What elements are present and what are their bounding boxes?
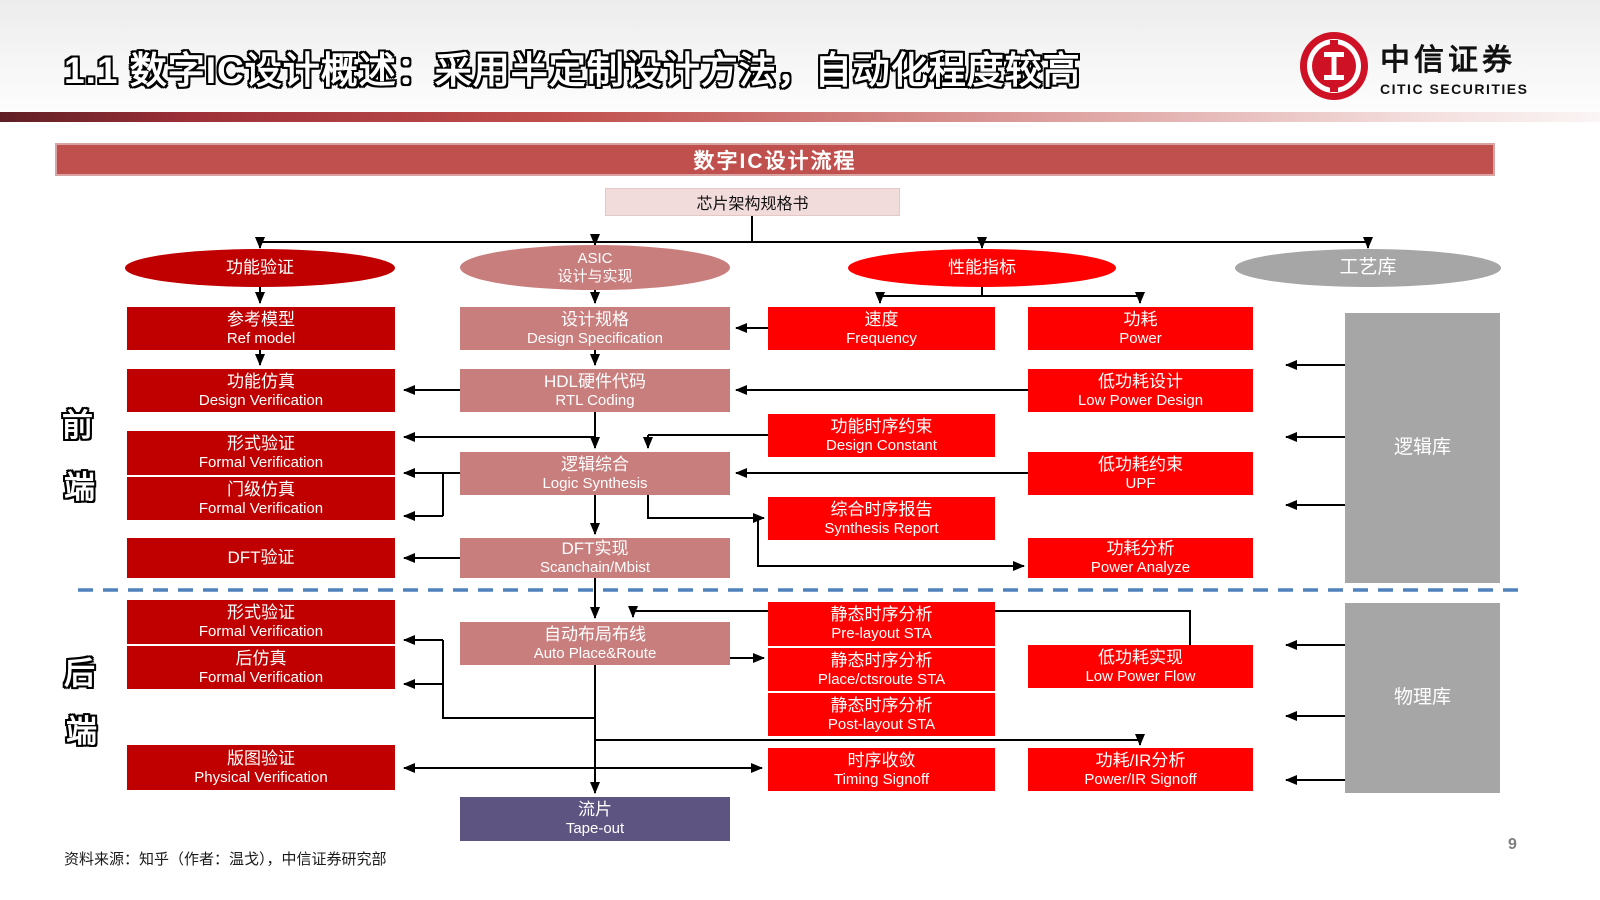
- node-physical-verification: 版图验证 Physical Verification: [127, 745, 395, 790]
- node-low-power-design: 低功耗设计 Low Power Design: [1028, 369, 1253, 412]
- node-power-ir-signoff: 功耗/IR分析 Power/IR Signoff: [1028, 748, 1253, 791]
- node-tape-out: 流片 Tape-out: [460, 797, 730, 841]
- node-design-verification: 功能仿真 Design Verification: [127, 369, 395, 412]
- ellipse-performance-metrics: 性能指标: [848, 249, 1116, 287]
- node-synthesis-report: 综合时序报告 Synthesis Report: [768, 497, 995, 540]
- node-power-analyze: 功耗分析 Power Analyze: [1028, 538, 1253, 578]
- node-logic-synthesis: 逻辑综合 Logic Synthesis: [460, 452, 730, 495]
- node-place-ctsroute-sta: 静态时序分析 Place/ctsroute STA: [768, 648, 995, 691]
- node-physical-library: 物理库: [1345, 603, 1500, 793]
- node-post-simulation: 后仿真 Formal Verification: [127, 646, 395, 689]
- node-upf: 低功耗约束 UPF: [1028, 452, 1253, 495]
- citic-logo: 中信证券 CITIC SECURITIES: [1298, 28, 1558, 104]
- label-back-end-1: 后: [64, 656, 95, 691]
- node-chip-spec: 芯片架构规格书: [605, 188, 900, 216]
- label-back-end-2: 端: [66, 714, 97, 749]
- citic-circle-icon: [1300, 32, 1368, 100]
- node-timing-signoff: 时序收敛 Timing Signoff: [768, 748, 995, 791]
- diagram-banner: 数字IC设计流程: [55, 143, 1495, 176]
- ellipse-process-library: 工艺库: [1235, 249, 1501, 287]
- node-logic-library: 逻辑库: [1345, 313, 1500, 583]
- logo-text: 中信证券 CITIC SECURITIES: [1380, 35, 1528, 97]
- page-number: 9: [1508, 836, 1517, 853]
- label-front-end-1: 前: [62, 408, 93, 443]
- page-title: 1.1 数字IC设计概述：采用半定制设计方法，自动化程度较高: [64, 50, 1081, 91]
- logo-name-en: CITIC SECURITIES: [1380, 81, 1529, 97]
- node-frequency: 速度 Frequency: [768, 307, 995, 350]
- node-design-specification: 设计规格 Design Specification: [460, 307, 730, 350]
- node-low-power-flow: 低功耗实现 Low Power Flow: [1028, 645, 1253, 688]
- label-front-end-2: 端: [64, 470, 95, 505]
- node-power: 功耗 Power: [1028, 307, 1253, 350]
- node-auto-place-route: 自动布局布线 Auto Place&Route: [460, 622, 730, 665]
- logo-name-cn: 中信证券: [1380, 44, 1516, 77]
- node-dft-implementation: DFT实现 Scanchain/Mbist: [460, 538, 730, 578]
- ellipse-asic-design: ASIC 设计与实现: [460, 245, 730, 290]
- node-post-layout-sta: 静态时序分析 Post-layout STA: [768, 693, 995, 736]
- node-ref-model: 参考模型 Ref model: [127, 307, 395, 350]
- node-gate-level-simulation: 门级仿真 Formal Verification: [127, 477, 395, 520]
- header-divider-bar: [0, 112, 1600, 122]
- node-rtl-coding: HDL硬件代码 RTL Coding: [460, 369, 730, 412]
- node-pre-layout-sta: 静态时序分析 Pre-layout STA: [768, 602, 995, 646]
- node-formal-verification-backend: 形式验证 Formal Verification: [127, 600, 395, 644]
- ellipse-functional-verification: 功能验证: [125, 249, 395, 287]
- node-formal-verification-frontend: 形式验证 Formal Verification: [127, 431, 395, 475]
- source-note: 资料来源：知乎（作者：温戈），中信证券研究部: [64, 851, 387, 868]
- node-dft-verification: DFT验证: [127, 538, 395, 578]
- node-design-constant: 功能时序约束 Design Constant: [768, 414, 995, 457]
